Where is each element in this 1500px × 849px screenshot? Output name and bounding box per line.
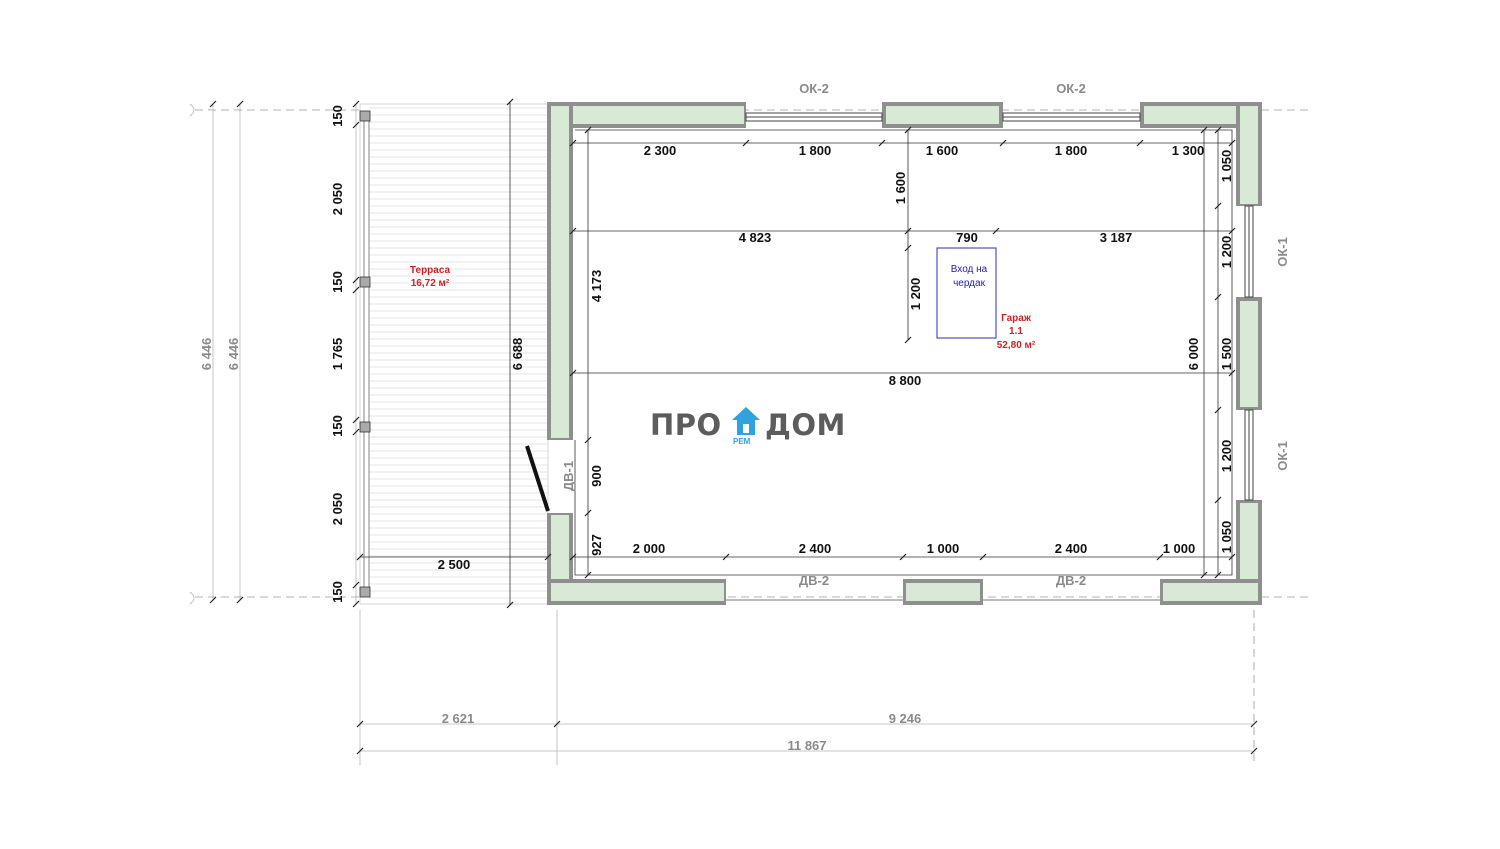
doors xyxy=(525,445,1160,601)
dim-terrace-3: 150 xyxy=(330,271,345,293)
dim-terrace-7: 150 xyxy=(330,581,345,603)
dim-inner-1: 4 823 xyxy=(739,230,772,245)
window-mark-top-2: ОК-2 xyxy=(1056,81,1086,96)
dim-terrace-1: 150 xyxy=(330,105,345,127)
dim-bottom-5: 1 000 xyxy=(1163,541,1196,556)
dim-bottom-4: 2 400 xyxy=(1055,541,1088,556)
dim-attic-top: 1 600 xyxy=(893,172,908,205)
door-mark-bottom-1: ДВ-2 xyxy=(799,573,829,588)
terrace-posts xyxy=(359,110,371,598)
dim-right-4: 1 200 xyxy=(1219,440,1234,473)
house-icon xyxy=(732,407,760,435)
dim-bottom-terrace: 2 621 xyxy=(442,711,475,726)
attic-entry-line1: Вход на xyxy=(951,264,988,275)
dim-top-5: 1 300 xyxy=(1172,143,1205,158)
dim-terrace-depth: 6 688 xyxy=(510,338,525,371)
dim-bottom-garage: 9 246 xyxy=(889,711,922,726)
dim-inner-2: 790 xyxy=(956,230,978,245)
dim-attic-height: 1 200 xyxy=(908,278,923,311)
dim-top-2: 1 800 xyxy=(799,143,832,158)
garage-walls xyxy=(547,102,1262,605)
dim-right-3: 1 500 xyxy=(1219,338,1234,371)
dimension-lines xyxy=(189,98,1258,765)
brand-sub-text: РЕМ xyxy=(733,437,751,446)
dim-door-opening: 900 xyxy=(589,465,604,487)
horizontal-dimensions: 2 300 1 800 1 600 1 800 1 300 4 823 790 … xyxy=(438,143,1205,753)
door-mark-terrace: ДВ-1 xyxy=(561,461,576,491)
vertical-dimensions: 1 050 1 200 1 500 1 200 1 050 6 000 1 60… xyxy=(199,105,1234,603)
brand-left-text: ПРО xyxy=(650,408,722,442)
dim-bottom-2: 2 400 xyxy=(799,541,832,556)
terrace-area: 16,72 м² xyxy=(411,278,450,289)
dim-inner-width: 8 800 xyxy=(889,373,922,388)
brand-right-text: ДОМ xyxy=(765,408,846,442)
door-mark-bottom-2: ДВ-2 xyxy=(1056,573,1086,588)
dim-top-1: 2 300 xyxy=(644,143,677,158)
dim-bottom-total: 11 867 xyxy=(787,738,826,753)
opening-marks: ОК-2 ОК-2 ОК-1 ОК-1 ДВ-1 ДВ-2 ДВ-2 xyxy=(561,81,1290,588)
dim-right-1: 1 050 xyxy=(1219,150,1234,183)
dim-terrace-5: 150 xyxy=(330,415,345,437)
dim-overall-2: 6 446 xyxy=(226,338,241,371)
garage-number: 1.1 xyxy=(1009,326,1023,337)
dim-top-4: 1 800 xyxy=(1055,143,1088,158)
dim-terrace-6: 2 050 xyxy=(330,493,345,526)
garage-name: Гараж xyxy=(1001,313,1032,324)
dim-right-5: 1 050 xyxy=(1219,521,1234,554)
windows xyxy=(745,112,1254,501)
dim-terrace-2: 2 050 xyxy=(330,183,345,216)
window-mark-top-1: ОК-2 xyxy=(799,81,829,96)
dim-bottom-1: 2 000 xyxy=(633,541,666,556)
terrace-name: Терраса xyxy=(410,265,451,276)
dim-terrace-width: 2 500 xyxy=(438,557,471,572)
dim-left-wall-lower: 927 xyxy=(589,534,604,556)
attic-entry-line2: чердак xyxy=(953,278,986,289)
attic-hatch xyxy=(936,247,997,339)
dim-terrace-4: 1 765 xyxy=(330,338,345,371)
window-mark-right-1: ОК-1 xyxy=(1275,237,1290,267)
window-mark-right-2: ОК-1 xyxy=(1275,441,1290,471)
dim-bottom-3: 1 000 xyxy=(927,541,960,556)
dim-right-2: 1 200 xyxy=(1219,236,1234,269)
brand-logo: ПРО РЕМ ДОМ xyxy=(650,402,850,448)
dim-inner-height: 6 000 xyxy=(1186,338,1201,371)
room-labels: Терраса 16,72 м² Гараж 1.1 52,80 м² Вход… xyxy=(410,264,1036,351)
garage-area: 52,80 м² xyxy=(997,340,1036,351)
dim-inner-3: 3 187 xyxy=(1100,230,1133,245)
terrace-deck xyxy=(359,103,549,605)
dim-left-wall-upper: 4 173 xyxy=(589,270,604,303)
dim-overall-1: 6 446 xyxy=(199,338,214,371)
dim-top-3: 1 600 xyxy=(926,143,959,158)
